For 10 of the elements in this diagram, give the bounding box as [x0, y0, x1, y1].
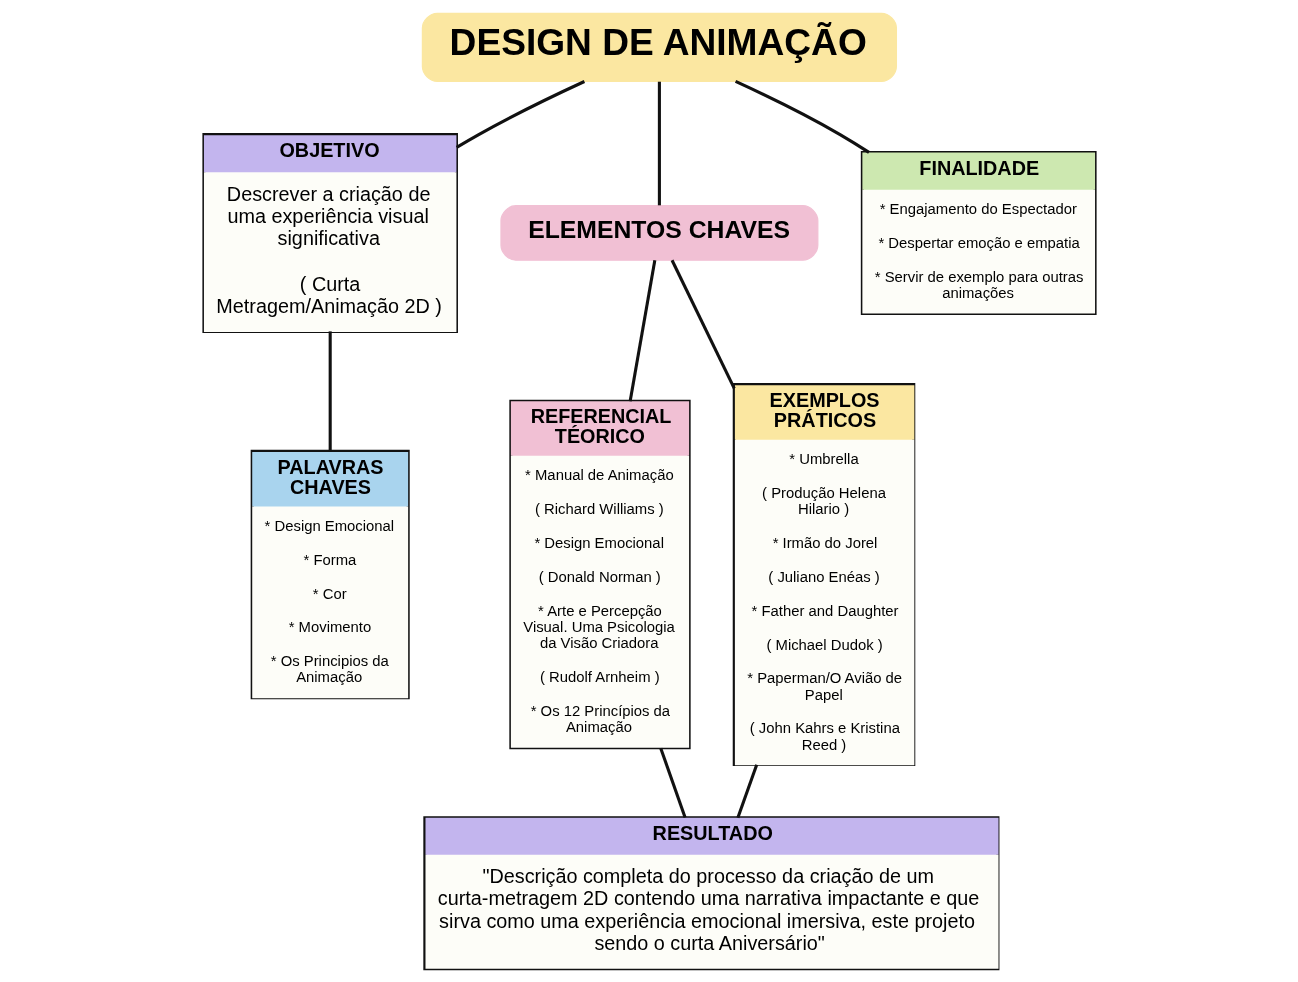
connector: [734, 79, 870, 154]
connector: [628, 259, 656, 402]
connector: [735, 764, 758, 819]
connector: [657, 81, 661, 206]
connector: [658, 747, 687, 818]
node-box: DESIGN DE ANIMAÇÃO: [421, 12, 897, 82]
node-box: ELEMENTOS CHAVES: [499, 205, 818, 261]
connector: [670, 259, 736, 390]
connector: [455, 80, 585, 149]
connector: [328, 331, 332, 452]
